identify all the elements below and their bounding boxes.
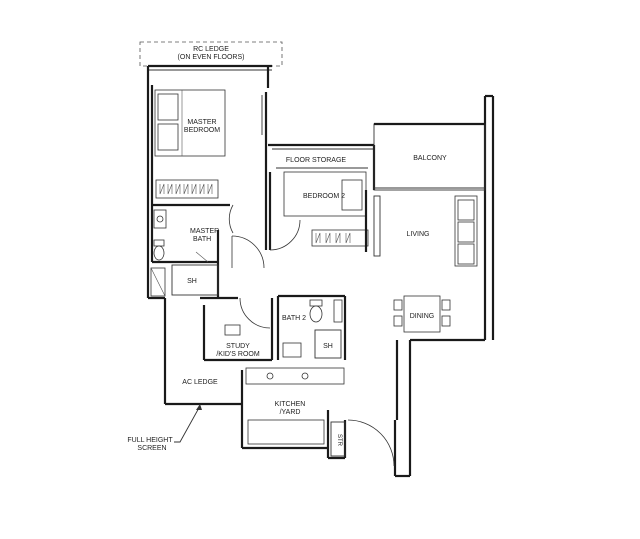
str-label: STR <box>336 434 342 447</box>
study-label-2: /KID'S ROOM <box>216 351 260 358</box>
leader-line <box>174 405 201 443</box>
arrow-icon <box>196 404 202 410</box>
floor-storage-label: FLOOR STORAGE <box>286 157 346 164</box>
master-wardrobe-icon <box>155 179 219 199</box>
door-swing-icon <box>347 419 395 467</box>
kitchen-counter <box>245 367 345 385</box>
full-height-screen-label-2: SCREEN <box>137 445 166 452</box>
master-bath-label-2: BATH <box>193 236 211 243</box>
master-sh-label: SH <box>187 278 197 285</box>
living-label: LIVING <box>407 231 430 238</box>
dining-table-icon <box>393 295 451 333</box>
master-bed-icon <box>154 89 226 157</box>
ac-ledge-label: AC LEDGE <box>182 379 218 386</box>
bath-2-sh-label: SH <box>323 343 333 350</box>
bath-2-shower <box>314 329 342 359</box>
door-swing-icon <box>228 204 234 234</box>
study-desk-icon <box>224 324 241 336</box>
bedroom-2-label: BEDROOM 2 <box>303 193 345 200</box>
bath-2-label: BATH 2 <box>282 315 306 322</box>
tv-console <box>373 195 381 257</box>
kitchen-label-1: KITCHEN <box>275 401 306 408</box>
study-label-1: STUDY <box>226 343 250 350</box>
master-bedroom-label-1: MASTER <box>187 119 216 126</box>
master-bedroom-label-2: BEDROOM <box>184 127 220 134</box>
master-bath-label-1: MASTER <box>190 228 219 235</box>
toilet-icon <box>309 299 323 323</box>
rc-ledge-label-1: RC LEDGE <box>193 46 229 53</box>
rc-ledge-label-2: (ON EVEN FLOORS) <box>178 54 245 61</box>
kitchen-label-2: /YARD <box>280 409 301 416</box>
balcony-label: BALCONY <box>413 155 447 162</box>
bedroom-2-wardrobe-icon <box>311 229 369 247</box>
store-room <box>330 421 346 457</box>
full-height-screen-label-1: FULL HEIGHT <box>127 437 173 444</box>
door-swing-icon <box>231 235 265 269</box>
bed-2-icon <box>283 171 367 217</box>
basin-icon <box>282 342 302 358</box>
dining-label: DINING <box>410 313 435 320</box>
rc-ledge-outline <box>139 41 283 67</box>
toilet-icon <box>153 239 165 261</box>
door-swing-icon <box>269 219 301 251</box>
kitchen-lower-counter <box>247 419 325 445</box>
master-shower <box>171 264 219 296</box>
door-swing-icon <box>239 297 271 329</box>
